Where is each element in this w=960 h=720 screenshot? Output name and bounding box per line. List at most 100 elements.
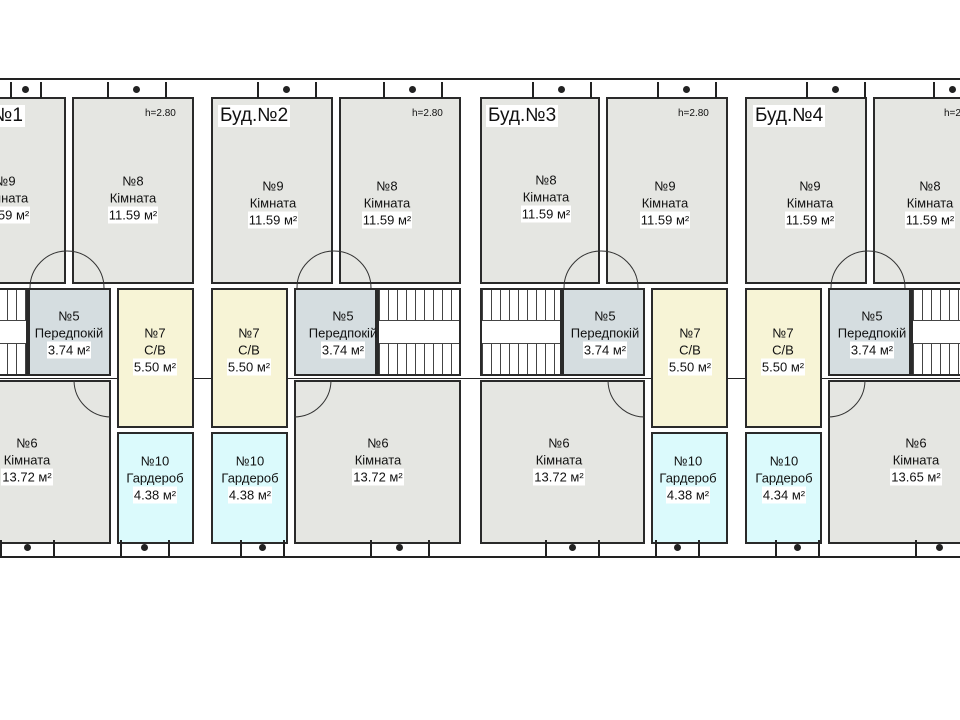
window bbox=[370, 540, 430, 556]
room-name: С/В bbox=[144, 342, 166, 358]
building-label: №1 bbox=[0, 105, 25, 127]
window bbox=[10, 82, 42, 98]
room-name: Кімната bbox=[786, 195, 834, 211]
ceiling-height: h=2.80 bbox=[145, 108, 176, 119]
room-num: №10 bbox=[769, 453, 799, 469]
room-name: Кімната bbox=[363, 195, 411, 211]
window bbox=[775, 540, 820, 556]
room-area: 11.59 м² bbox=[247, 211, 299, 229]
room-7-building-1 bbox=[117, 288, 194, 428]
room-num: №8 bbox=[122, 173, 144, 189]
room-name: С/В bbox=[772, 342, 794, 358]
room-area: 3.74 м² bbox=[849, 341, 895, 359]
room-5-building-2 bbox=[294, 288, 377, 376]
window bbox=[915, 540, 960, 556]
room-num: №7 bbox=[238, 325, 260, 341]
room-8-building-3 bbox=[480, 97, 600, 284]
room-area: 13.72 м² bbox=[352, 468, 404, 486]
room-name: Кімната bbox=[0, 190, 29, 206]
room-8-building-4 bbox=[873, 97, 960, 284]
window bbox=[0, 540, 55, 556]
room-num: №10 bbox=[235, 453, 265, 469]
building-label: Буд.№2 bbox=[218, 105, 291, 127]
room-area: 11.59 м² bbox=[520, 205, 572, 223]
room-area: 3.74 м² bbox=[320, 341, 366, 359]
outer-wall-top bbox=[0, 78, 960, 80]
room-name: Кімната bbox=[535, 452, 583, 468]
room-name: Кімната bbox=[892, 452, 940, 468]
room-num: №9 bbox=[654, 178, 676, 194]
room-name: Передпокій bbox=[837, 325, 907, 341]
ceiling-height: h=2.80 bbox=[944, 108, 960, 119]
room-area: 11.59 м² bbox=[0, 206, 31, 224]
room-num: №9 bbox=[0, 173, 16, 189]
room-5-building-1 bbox=[28, 288, 111, 376]
room-num: №6 bbox=[16, 435, 38, 451]
window bbox=[657, 82, 717, 98]
room-num: №10 bbox=[673, 453, 703, 469]
room-num: №6 bbox=[548, 435, 570, 451]
room-name: Кімната bbox=[3, 452, 51, 468]
room-num: №5 bbox=[58, 308, 80, 324]
room-area: 5.50 м² bbox=[226, 358, 272, 376]
room-name: Кімната bbox=[641, 195, 689, 211]
window bbox=[240, 540, 285, 556]
room-area: 4.38 м² bbox=[132, 486, 178, 504]
stair-landing bbox=[0, 320, 26, 345]
staircase bbox=[911, 288, 960, 376]
room-name: Передпокій bbox=[34, 325, 104, 341]
room-num: №5 bbox=[594, 308, 616, 324]
stair-landing bbox=[482, 320, 560, 345]
room-name: Кімната bbox=[109, 190, 157, 206]
stair-landing bbox=[913, 320, 960, 345]
room-7-building-4 bbox=[745, 288, 822, 428]
window bbox=[933, 82, 960, 98]
room-name: Кімната bbox=[906, 195, 954, 211]
ceiling-height: h=2.80 bbox=[412, 108, 443, 119]
room-name: Гардероб bbox=[755, 470, 813, 486]
room-area: 3.74 м² bbox=[46, 341, 92, 359]
staircase bbox=[0, 288, 28, 376]
room-num: №10 bbox=[140, 453, 170, 469]
outer-wall-bottom bbox=[0, 556, 960, 558]
window bbox=[655, 540, 700, 556]
room-5-building-3 bbox=[562, 288, 645, 376]
room-name: Гардероб bbox=[659, 470, 717, 486]
window bbox=[806, 82, 866, 98]
room-name: Гардероб bbox=[221, 470, 279, 486]
room-name: С/В bbox=[679, 342, 701, 358]
room-area: 4.38 м² bbox=[665, 486, 711, 504]
room-area: 3.74 м² bbox=[582, 341, 628, 359]
window bbox=[532, 82, 592, 98]
room-area: 13.72 м² bbox=[533, 468, 585, 486]
room-num: №5 bbox=[861, 308, 883, 324]
room-area: 5.50 м² bbox=[667, 358, 713, 376]
room-area: 5.50 м² bbox=[132, 358, 178, 376]
building-label: Буд.№4 bbox=[753, 105, 826, 127]
room-area: 4.34 м² bbox=[761, 486, 807, 504]
window bbox=[257, 82, 317, 98]
staircase bbox=[377, 288, 461, 376]
ceiling-height: h=2.80 bbox=[678, 108, 709, 119]
window bbox=[545, 540, 600, 556]
